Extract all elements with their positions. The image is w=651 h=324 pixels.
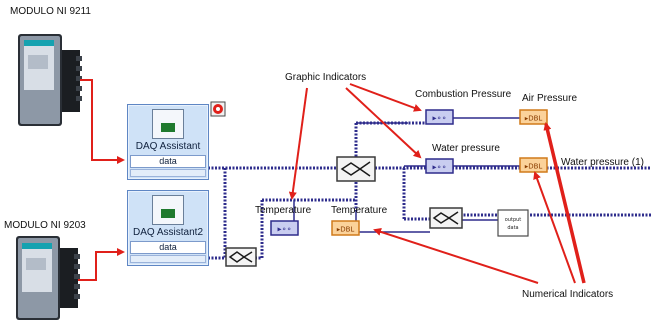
data-wires bbox=[208, 121, 651, 260]
air-pressure-label: Air Pressure bbox=[522, 93, 578, 104]
air-pressure-numeric-terminal[interactable]: ▸DBL bbox=[519, 109, 548, 125]
numeric-terminal-glyph: ▸DBL bbox=[525, 115, 543, 123]
bundle-node-2 bbox=[429, 207, 463, 229]
module-9211-link bbox=[80, 79, 125, 164]
numeric-terminal-glyph: ▸DBL bbox=[525, 163, 543, 171]
temperature-graph-terminal[interactable]: ▸∘∘ bbox=[270, 220, 299, 236]
daq-assistant2-block[interactable]: DAQ Assistant2 data bbox=[127, 190, 209, 266]
daq-assistant-icon bbox=[152, 109, 184, 139]
ni-9203-module bbox=[16, 236, 80, 320]
temperature-numeric-terminal[interactable]: ▸DBL bbox=[331, 220, 360, 236]
water-pressure-1-label: Water pressure (1) bbox=[561, 157, 644, 168]
module-9211-label: MODULO NI 9211 bbox=[10, 6, 91, 17]
graph-terminal-glyph: ▸∘∘ bbox=[432, 114, 446, 123]
numerical-indicators-label: Numerical Indicators bbox=[522, 289, 614, 300]
module-9203-link bbox=[78, 248, 125, 281]
daq-assistant-block[interactable]: DAQ Assistant data bbox=[127, 104, 209, 180]
daq-assistant2-title: DAQ Assistant2 bbox=[132, 227, 204, 238]
daq-assistant-title: DAQ Assistant bbox=[135, 141, 201, 152]
annotation-arrows bbox=[288, 83, 586, 284]
daq-assistant-expander[interactable] bbox=[130, 169, 206, 177]
combustion-pressure-label: Combustion Pressure bbox=[415, 89, 512, 100]
temperature-graph-label: Temperature bbox=[255, 205, 312, 216]
ni-9211-module bbox=[18, 34, 82, 126]
stop-button-terminal[interactable] bbox=[210, 101, 226, 117]
water-pressure-graph-terminal[interactable]: ▸∘∘ bbox=[425, 158, 454, 174]
numeric-terminal-glyph: ▸DBL bbox=[337, 226, 355, 234]
output-data-block[interactable]: output data bbox=[497, 209, 529, 237]
graph-terminal-glyph: ▸∘∘ bbox=[432, 163, 446, 172]
water-pressure-numeric-terminal[interactable]: ▸DBL bbox=[519, 157, 548, 173]
water-pressure-label: Water pressure bbox=[432, 143, 500, 154]
graph-terminal-glyph: ▸∘∘ bbox=[277, 225, 291, 234]
merge-node bbox=[225, 247, 257, 267]
data-wires-thin bbox=[293, 117, 520, 233]
module-9203-label: MODULO NI 9203 bbox=[4, 220, 86, 231]
bundle-node bbox=[336, 156, 376, 182]
graphic-indicators-label: Graphic Indicators bbox=[285, 72, 367, 83]
daq-assistant2-icon bbox=[152, 195, 184, 225]
combustion-pressure-graph-terminal[interactable]: ▸∘∘ bbox=[425, 109, 454, 125]
output-data-label-2: data bbox=[507, 225, 518, 231]
daq-assistant2-data-port[interactable]: data bbox=[130, 241, 206, 254]
output-data-label: output bbox=[505, 217, 522, 223]
daq-assistant-data-port[interactable]: data bbox=[130, 155, 206, 168]
daq-assistant2-expander[interactable] bbox=[130, 255, 206, 263]
temperature-numeric-label: Temperature bbox=[331, 205, 388, 216]
